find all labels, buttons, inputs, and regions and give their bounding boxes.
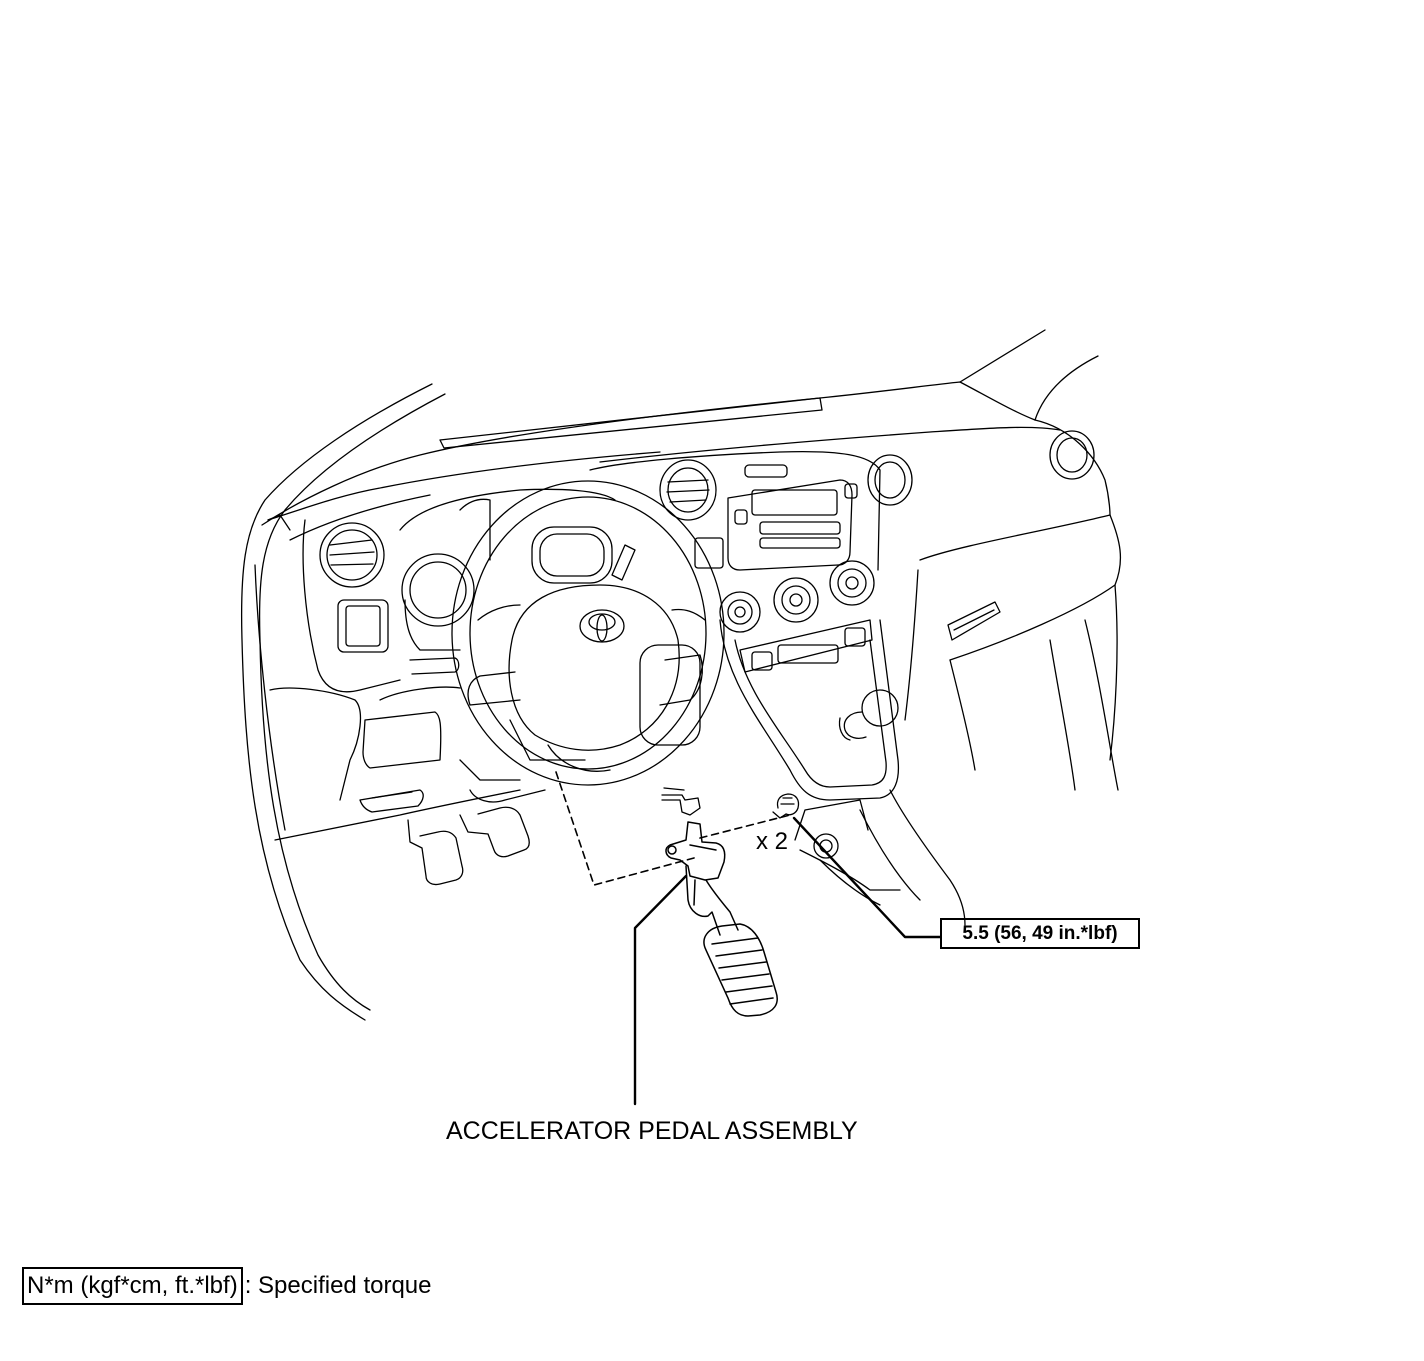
part-label: ACCELERATOR PEDAL ASSEMBLY: [446, 1117, 858, 1145]
brake-clutch-pedals: [407, 806, 530, 886]
lower-dash: [254, 564, 966, 926]
left-vent: [267, 514, 401, 693]
dashboard-top: [261, 381, 1122, 791]
bolt-icon: [772, 793, 800, 819]
toyota-logo-icon: [579, 609, 625, 643]
mounting-guide: [555, 771, 791, 886]
legend-description: : Specified torque: [244, 1272, 432, 1299]
legend-units-box: N*m (kgf*cm, ft.*lbf): [22, 1267, 243, 1305]
quantity-label: x 2: [756, 828, 789, 855]
steering-wheel: [451, 480, 725, 786]
torque-spec-box: 5.5 (56, 49 in.*lbf): [940, 918, 1140, 949]
right-vent: [947, 430, 1095, 641]
accelerator-pedal-icon: [665, 821, 778, 1017]
windshield-frame: [240, 329, 1099, 1021]
clip-icon: [661, 787, 701, 816]
instrument-cluster: [399, 488, 616, 651]
center-stack: [589, 450, 913, 801]
legend: N*m (kgf*cm, ft.*lbf) : Specified torque: [22, 1267, 432, 1305]
leader-lines: [633, 816, 942, 1106]
shift-knob: [838, 689, 899, 741]
